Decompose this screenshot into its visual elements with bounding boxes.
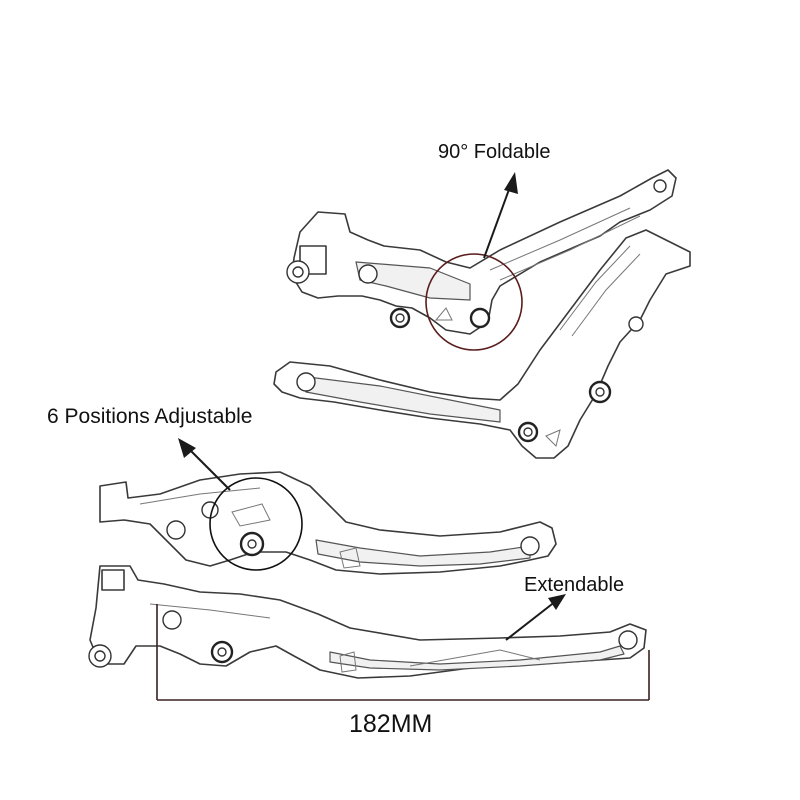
foldable-label: 90° Foldable	[438, 141, 551, 163]
length-dimension-bracket	[156, 604, 650, 701]
extendable-arrow	[505, 594, 566, 641]
bottom-lever	[88, 565, 647, 679]
folded-lever-top	[286, 169, 677, 335]
middle-lever	[99, 471, 557, 575]
adjust-callout-circle	[209, 477, 303, 571]
length-label: 182MM	[349, 710, 433, 738]
extendable-label: Extendable	[524, 574, 625, 596]
adjustable-label: 6 Positions Adjustable	[47, 405, 253, 428]
adjustable-arrow	[178, 438, 231, 491]
foldable-arrow	[483, 172, 518, 259]
folded-lever-bottom	[273, 229, 691, 459]
fold-callout-circle	[425, 253, 523, 351]
